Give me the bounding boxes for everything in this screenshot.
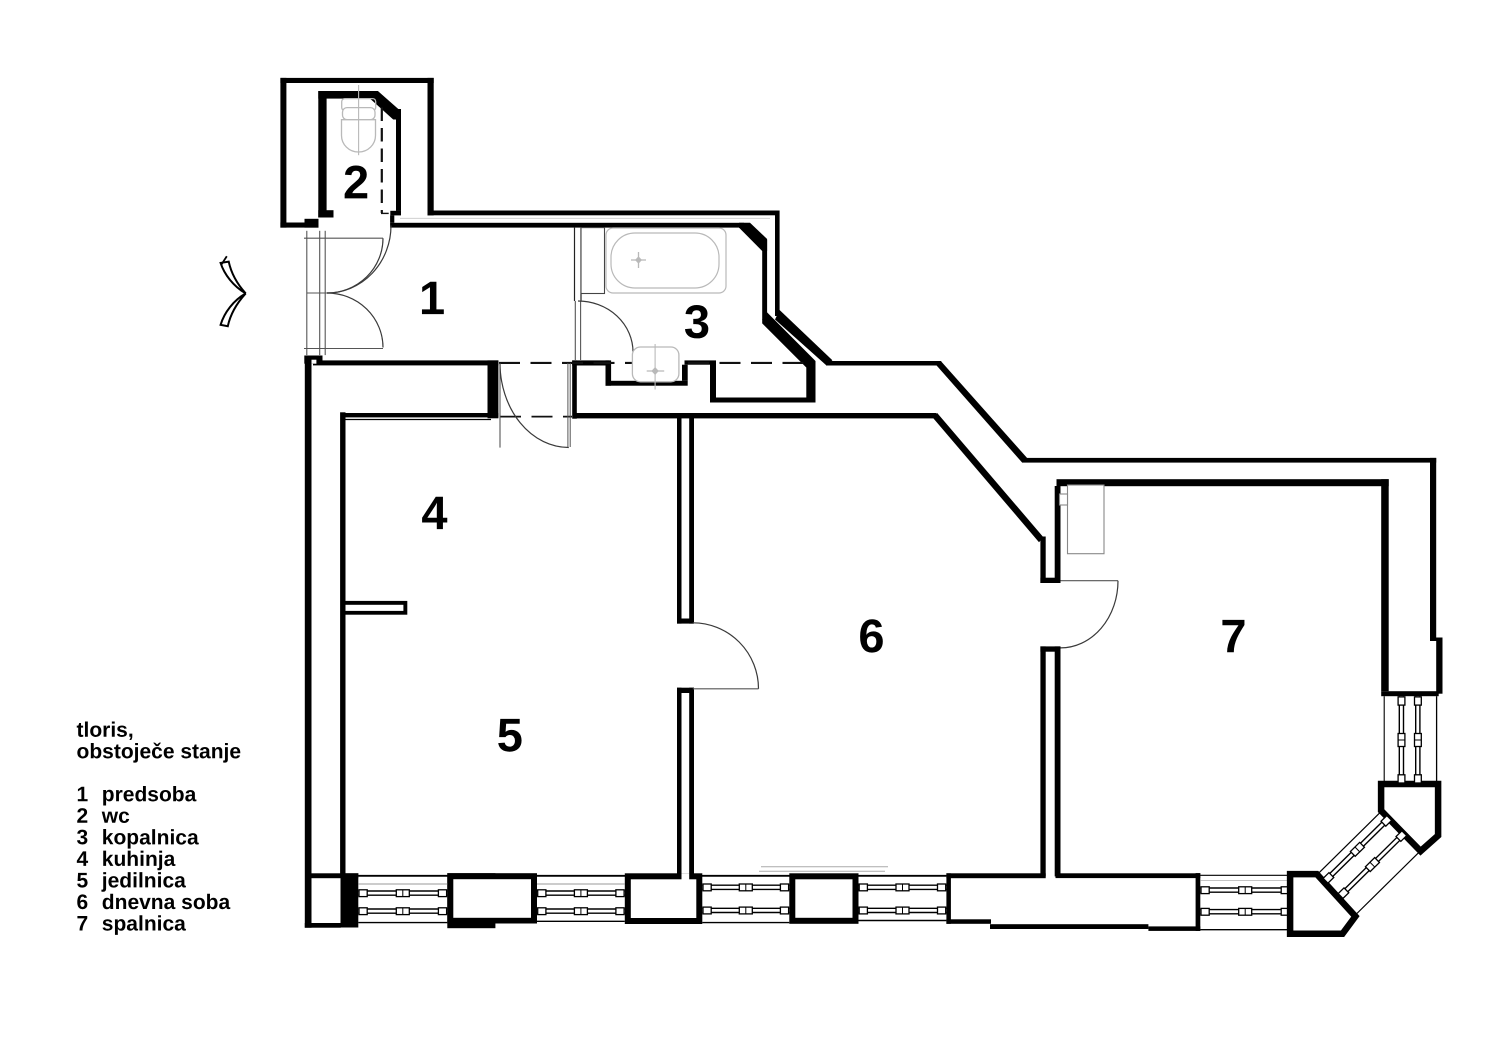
svg-text:7: 7 [1220,609,1246,662]
svg-text:3: 3 [76,826,88,849]
svg-text:6: 6 [858,609,884,662]
svg-text:3: 3 [684,295,710,348]
svg-text:6: 6 [76,891,88,914]
svg-text:wc: wc [101,805,130,828]
svg-text:2: 2 [343,155,369,208]
svg-text:4: 4 [76,848,88,871]
svg-text:kopalnica: kopalnica [102,826,199,849]
svg-text:1: 1 [419,271,445,324]
svg-text:5: 5 [497,708,523,761]
svg-text:obstoječe stanje: obstoječe stanje [76,740,241,763]
svg-text:jedilnica: jedilnica [101,869,186,892]
svg-text:dnevna soba: dnevna soba [102,891,231,914]
svg-text:predsoba: predsoba [102,783,197,806]
svg-text:7: 7 [76,913,88,936]
svg-text:1: 1 [76,783,88,806]
svg-text:tloris,: tloris, [76,719,133,742]
svg-text:kuhinja: kuhinja [102,848,176,871]
svg-text:spalnica: spalnica [102,913,186,936]
svg-text:2: 2 [76,805,88,828]
svg-text:5: 5 [76,869,88,892]
svg-text:4: 4 [421,486,447,539]
